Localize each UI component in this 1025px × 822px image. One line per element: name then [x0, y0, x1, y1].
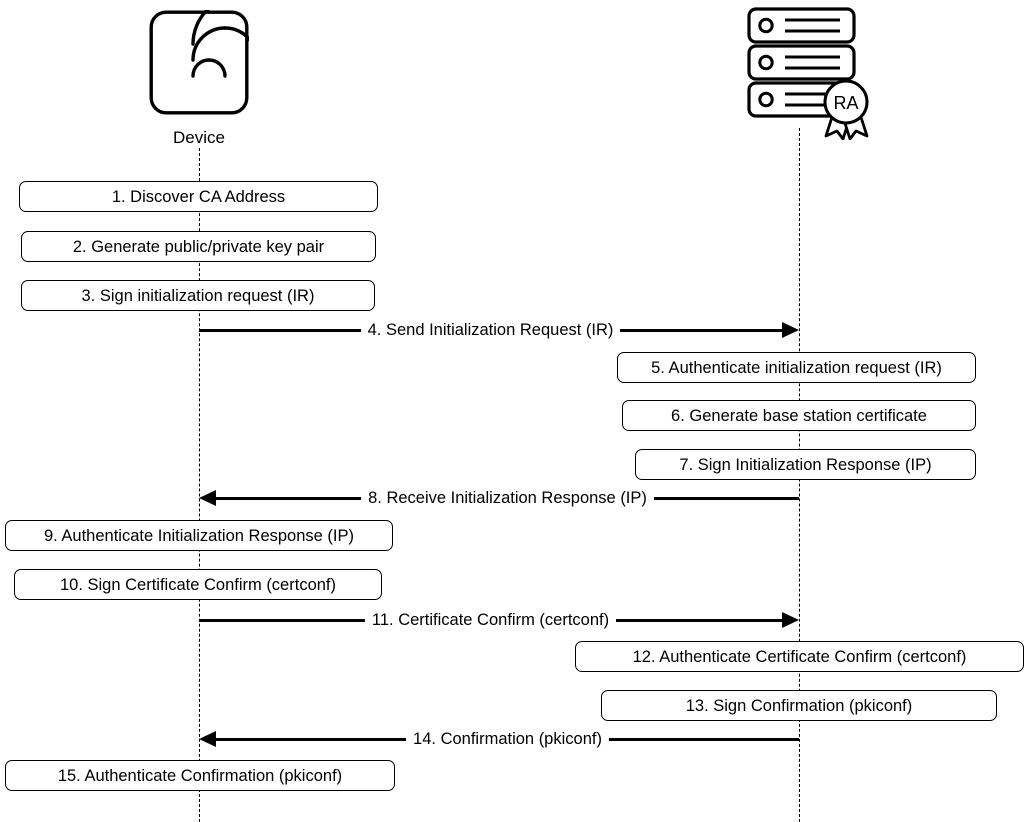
step-box-5: 5. Authenticate initialization request (… — [617, 352, 976, 383]
step-box-7: 7. Sign Initialization Response (IP) — [635, 449, 976, 480]
lifeline-device — [199, 148, 200, 822]
message-line-left — [199, 328, 361, 332]
message-line-left — [216, 496, 362, 500]
message-14-ra-to-device: 14. Confirmation (pkiconf) — [199, 727, 800, 751]
step-box-9: 9. Authenticate Initialization Response … — [5, 520, 393, 551]
arrowhead-left-icon — [199, 490, 216, 506]
arrowhead-right-icon — [782, 612, 799, 628]
message-8-ra-to-device: 8. Receive Initialization Response (IP) — [199, 486, 799, 510]
message-label-14: 14. Confirmation (pkiconf) — [406, 730, 609, 748]
step-box-10: 10. Sign Certificate Confirm (certconf) — [14, 569, 382, 600]
message-line-right — [620, 328, 783, 332]
message-line-left — [216, 737, 407, 741]
step-box-1: 1. Discover CA Address — [19, 181, 378, 212]
message-label-11: 11. Certificate Confirm (certconf) — [364, 611, 617, 629]
message-line-right — [608, 737, 800, 741]
step-box-12: 12. Authenticate Certificate Confirm (ce… — [575, 641, 1024, 672]
step-box-15: 15. Authenticate Confirmation (pkiconf) — [5, 760, 395, 791]
message-label-8: 8. Receive Initialization Response (IP) — [361, 489, 654, 507]
server-stack-certificate-icon: RA — [740, 5, 880, 141]
actor-label-device: Device — [173, 128, 225, 147]
message-line-right — [616, 618, 782, 622]
message-4-device-to-ra: 4. Send Initialization Request (IR) — [199, 318, 800, 342]
message-line-right — [653, 496, 799, 500]
step-box-3: 3. Sign initialization request (IR) — [21, 280, 375, 311]
message-line-left — [199, 618, 365, 622]
arrowhead-left-icon — [199, 731, 216, 747]
step-box-2: 2. Generate public/private key pair — [21, 231, 376, 262]
step-box-13: 13. Sign Confirmation (pkiconf) — [601, 690, 997, 721]
message-11-device-to-ra: 11. Certificate Confirm (certconf) — [199, 608, 799, 632]
step-box-6: 6. Generate base station certificate — [622, 400, 976, 431]
wireless-device-icon — [149, 0, 259, 115]
svg-text:RA: RA — [833, 93, 858, 113]
arrowhead-right-icon — [782, 322, 800, 338]
message-label-4: 4. Send Initialization Request (IR) — [360, 321, 621, 339]
